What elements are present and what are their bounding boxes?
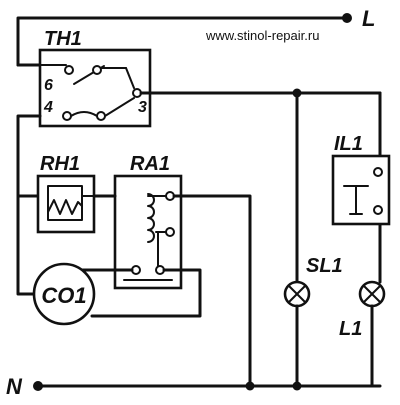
door-switch-contact-top (373, 167, 383, 177)
interior-lamp-l1: L1 (339, 280, 386, 388)
junction-neutral-relay (245, 381, 255, 391)
thermostat-pin-4: 4 (43, 99, 53, 116)
compressor-label: CO1 (41, 283, 86, 308)
thermostat-housing (38, 48, 152, 128)
website-caption: www.stinol-repair.ru (205, 28, 319, 43)
heater-resistor (47, 199, 83, 215)
compressor-co1: CO1 (32, 262, 96, 326)
live-line-label: L (362, 6, 375, 31)
relay-label: RA1 (130, 153, 170, 175)
neutral-line-label: N (6, 374, 23, 399)
thermostat-contact-4 (62, 111, 72, 121)
thermostat-pin-6: 6 (44, 77, 53, 94)
thermostat-contact-6 (64, 65, 74, 75)
heater-element (47, 185, 83, 221)
door-switch-il1: IL1 (331, 133, 391, 226)
thermostat-pin-3: 3 (138, 99, 147, 116)
compressor-housing (32, 262, 96, 326)
live-terminal (342, 13, 352, 23)
heater-rh1: RH1 (36, 153, 96, 234)
door-switch-label: IL1 (334, 133, 363, 155)
heater-housing (36, 174, 96, 234)
thermostat-th1: TH1 6 4 3 (38, 28, 152, 128)
relay-terminal-bottom (165, 227, 175, 237)
thermostat-contact-4b (96, 111, 106, 121)
door-switch-contact-bottom (373, 205, 383, 215)
interior-lamp-label: L1 (339, 318, 362, 340)
relay-ra1: RA1 (113, 153, 183, 290)
wire-th1-to-heater (16, 114, 42, 296)
thermostat-label: TH1 (44, 28, 82, 50)
neutral-line: N (6, 374, 382, 399)
relay-coil (147, 193, 155, 243)
heater-label: RH1 (40, 153, 80, 175)
signal-lamp-label: SL1 (306, 255, 343, 277)
thermostat-switch-pivot (92, 65, 102, 75)
signal-lamp-sl1: SL1 (283, 255, 343, 388)
live-line: L (16, 6, 375, 67)
wire-heater-relay (78, 194, 252, 388)
